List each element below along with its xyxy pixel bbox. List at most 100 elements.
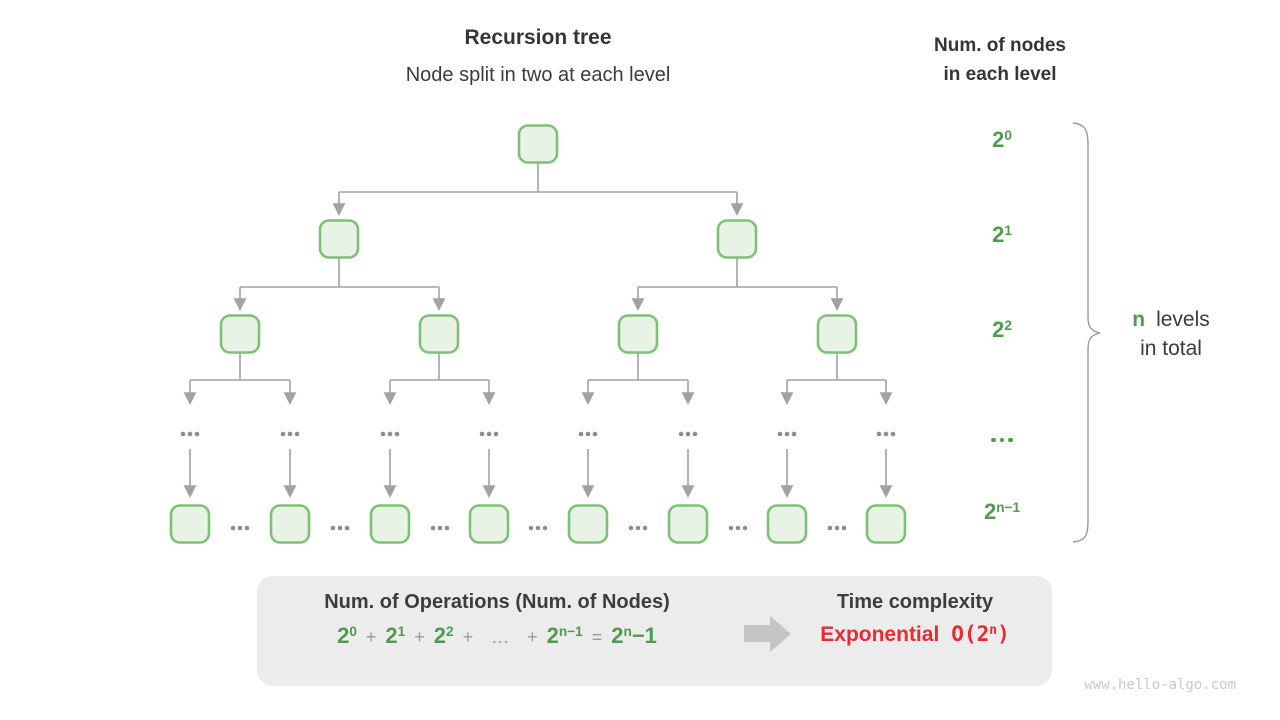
tree-connector <box>339 163 737 193</box>
tree-node <box>269 504 311 544</box>
tree-connector <box>588 353 688 381</box>
tree-node <box>318 219 360 259</box>
nodes-per-level-header-line1: Num. of nodes <box>934 35 1066 56</box>
ellipsis-dots <box>777 431 783 437</box>
complexity-value: Exponential O(2n) <box>790 622 1040 647</box>
ellipsis-dots <box>380 431 386 437</box>
ellipsis-dots <box>244 525 250 531</box>
ellipsis-dots <box>287 431 293 437</box>
tree-connector <box>190 353 290 381</box>
operations-block: Num. of Operations (Num. of Nodes) 20 +21… <box>267 591 727 649</box>
ellipsis-dots <box>876 431 882 437</box>
tree-connector <box>390 353 489 381</box>
tree-node <box>418 314 460 354</box>
ellipsis-dots <box>592 431 598 437</box>
n-symbol: n <box>1132 308 1146 331</box>
formula-token: + <box>527 627 538 647</box>
ellipsis-dots <box>841 525 847 531</box>
operations-title: Num. of Operations (Num. of Nodes) <box>324 591 670 613</box>
ellipsis-dots <box>437 525 443 531</box>
ellipsis-dots <box>180 431 186 437</box>
formula-token: = <box>591 627 603 647</box>
formula-token: 22 <box>433 623 454 648</box>
ellipsis-dots <box>635 525 641 531</box>
ellipsis-dots <box>578 431 584 437</box>
nodes-per-level-header-line2: in each level <box>943 64 1057 85</box>
summary-box: Num. of Operations (Num. of Nodes) 20 +21… <box>257 576 1052 686</box>
ellipsis-dots <box>542 525 548 531</box>
nodes-per-level-header: Num. of nodes in each level <box>895 31 1105 89</box>
ellipsis-dots <box>444 525 450 531</box>
ellipsis-dots <box>294 431 300 437</box>
ellipsis-dots <box>535 525 541 531</box>
level-count-label: 2n−1 <box>983 499 1021 524</box>
ellipsis-dots <box>280 431 286 437</box>
formula-token: + <box>365 627 377 647</box>
tree-node <box>766 504 808 544</box>
complexity-block: Time complexity Exponential O(2n) <box>790 591 1040 647</box>
tree-connector <box>638 258 837 288</box>
complexity-word: Exponential <box>820 623 940 646</box>
ellipsis-dots <box>344 525 350 531</box>
tree-node <box>865 504 907 544</box>
formula-token: … <box>491 627 510 647</box>
ellipsis-dots <box>493 431 499 437</box>
level-count-label: 20 <box>992 127 1012 152</box>
ellipsis-dots <box>237 525 243 531</box>
tree-node <box>169 504 211 544</box>
ellipsis-dots <box>742 525 748 531</box>
time-complexity-title: Time complexity <box>836 591 994 613</box>
big-o-notation: O(2n) <box>951 622 1010 646</box>
level-count-label: 22 <box>992 317 1012 342</box>
tree-node <box>617 314 659 354</box>
level-count-label: 21 <box>992 222 1012 247</box>
diagram-title: Recursion tree <box>464 26 612 49</box>
tree-node <box>517 124 559 164</box>
tree-node <box>567 504 609 544</box>
formula-token: + <box>462 627 474 647</box>
ellipsis-dots <box>883 431 889 437</box>
formula-token: 2n−1 <box>546 623 583 648</box>
tree-connector <box>240 258 439 288</box>
ellipsis-dots <box>337 525 343 531</box>
levels-word: levels <box>1156 308 1210 331</box>
ellipsis-dots <box>784 431 790 437</box>
ellipsis-dots <box>194 431 200 437</box>
formula-token: 2n−1 <box>611 623 657 648</box>
ellipsis-dots <box>834 525 840 531</box>
ellipsis-dots <box>479 431 485 437</box>
ellipsis-dots <box>430 525 436 531</box>
tree-node <box>816 314 858 354</box>
ellipsis-dots <box>678 431 684 437</box>
total-levels-line2: in total <box>1140 337 1202 360</box>
formula-token: 21 <box>385 623 406 648</box>
ellipsis-dots <box>486 431 492 437</box>
formula-token: 20 <box>337 623 357 648</box>
ellipsis-dots <box>685 431 691 437</box>
ellipsis-dots <box>330 525 336 531</box>
ellipsis-dots <box>890 431 896 437</box>
tree-node <box>716 219 758 259</box>
ellipsis-dots <box>230 525 236 531</box>
level-count-label <box>952 426 1052 452</box>
ellipsis-dots <box>187 431 193 437</box>
ellipsis-dots <box>394 431 400 437</box>
tree-node <box>369 504 411 544</box>
ellipsis-dots <box>728 525 734 531</box>
operations-formula: 20+21+22+…+2n−1=2n−1 <box>267 623 727 649</box>
tree-node <box>667 504 709 544</box>
ellipsis-dots <box>585 431 591 437</box>
ellipsis-dots <box>692 431 698 437</box>
ellipsis-dots <box>628 525 634 531</box>
tree-node <box>219 314 261 354</box>
ellipsis-dots <box>528 525 534 531</box>
implies-arrow-icon <box>744 616 791 652</box>
ellipsis-dots <box>827 525 833 531</box>
diagram-subtitle: Node split in two at each level <box>405 64 671 86</box>
tree-connector <box>787 353 886 381</box>
ellipsis-dots <box>387 431 393 437</box>
